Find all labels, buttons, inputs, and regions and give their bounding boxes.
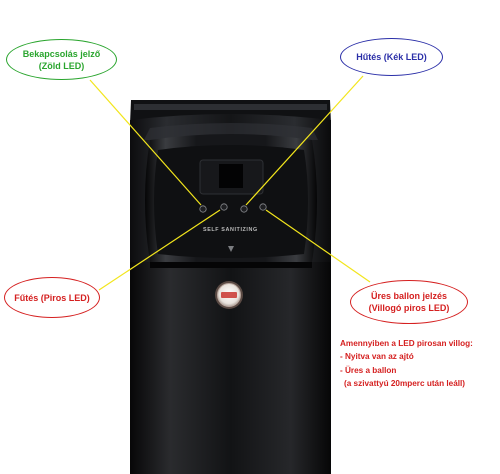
note-item: - Üres a ballon [340, 365, 397, 375]
heating-led [220, 203, 228, 211]
power-led [199, 205, 207, 213]
callout-cooling-line1: Hűtés (Kék LED) [356, 52, 427, 62]
callout-power-indicator: Bekapcsolás jelző (Zöld LED) [6, 39, 117, 80]
callout-power-line1: Bekapcsolás jelző [22, 48, 101, 59]
cooling-led [240, 205, 248, 213]
control-panel [145, 134, 317, 266]
callout-heating-line1: Fűtés (Piros LED) [14, 292, 90, 303]
note-item: - Nyitva van az ajtó [340, 352, 414, 362]
led-row [199, 203, 267, 213]
leader-line-heating [98, 209, 221, 291]
leader-line-cooling [245, 75, 364, 206]
self-sanitizing-label: SELF SANITIZING [203, 227, 258, 233]
callout-empty-line1: Üres ballon jelzés [370, 291, 448, 301]
dispenser-lower-body [130, 246, 331, 474]
leader-line-empty [265, 209, 371, 283]
callout-cooling: Hűtés (Kék LED) [340, 38, 443, 76]
callout-heating: Fűtés (Piros LED) [4, 277, 100, 318]
leader-line-power [89, 79, 202, 206]
callout-empty-bottle: Üres ballon jelzés (Villogó piros LED) [350, 280, 468, 324]
leader-lines [89, 75, 371, 291]
note-heading: Amennyiben a LED pirosan villog: [340, 339, 473, 348]
callout-power-line2: (Zöld LED) [38, 60, 85, 71]
dispense-arrow-icon [228, 246, 234, 252]
note-item: (a szivattyú 20mperc után leáll) [344, 379, 466, 389]
blinking-led-note: Amennyiben a LED pirosan villog: - Nyitv… [340, 337, 498, 391]
thermometer-gauge [215, 281, 243, 309]
empty-bottle-led [259, 203, 267, 211]
callout-empty-line2: (Villogó piros LED) [368, 303, 450, 313]
digital-display [219, 164, 243, 188]
